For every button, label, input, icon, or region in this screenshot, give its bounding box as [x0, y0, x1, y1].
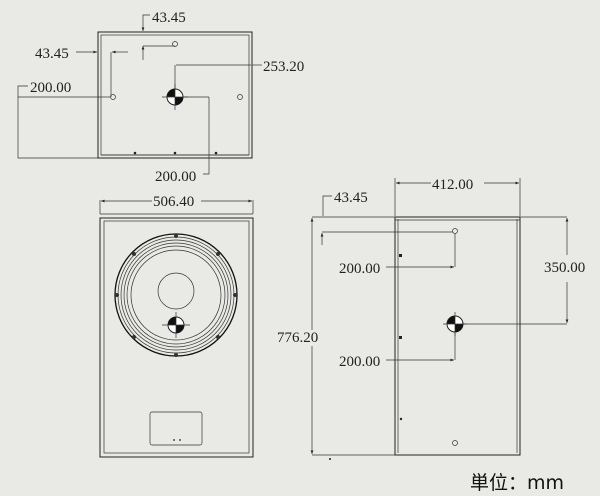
front-view-outline [99, 217, 254, 458]
dim-bottom: 200.00 [155, 169, 196, 185]
dim-left-vertical: 200.00 [30, 80, 71, 96]
dim-front-width: 506.40 [153, 194, 194, 210]
hole-icon [452, 440, 458, 446]
dim-side-upper-hole: 200.00 [339, 261, 380, 277]
dim-side-height: 776.20 [277, 330, 318, 346]
hole-icon [237, 94, 243, 100]
side-view: 412.00 43.45 776.20 200.00 350.00 200.00 [277, 177, 585, 460]
front-view: 506.40 [99, 194, 254, 458]
top-view: 43.45 43.45 253.20 200.00 200.00 [17, 10, 304, 185]
dim-side-top-offset: 43.45 [334, 190, 368, 206]
dust-cap [157, 272, 195, 310]
dim-center-of-gravity: 350.00 [544, 260, 585, 276]
dim-top-offset: 43.45 [152, 10, 186, 26]
dim-side-lower: 200.00 [339, 354, 380, 370]
center-of-gravity-icon [162, 312, 190, 338]
hole-icon [110, 94, 116, 100]
top-view-outline [97, 31, 253, 159]
dim-left-offset: 43.45 [35, 46, 69, 62]
woofer-icon [114, 233, 238, 357]
hole-icon [452, 228, 458, 234]
hole-icon [172, 41, 178, 47]
bass-port [149, 411, 203, 446]
dim-side-width: 412.00 [432, 177, 473, 193]
dim-right: 253.20 [263, 59, 304, 75]
unit-label: 単位：mm [470, 472, 565, 494]
side-view-outline [394, 216, 521, 456]
